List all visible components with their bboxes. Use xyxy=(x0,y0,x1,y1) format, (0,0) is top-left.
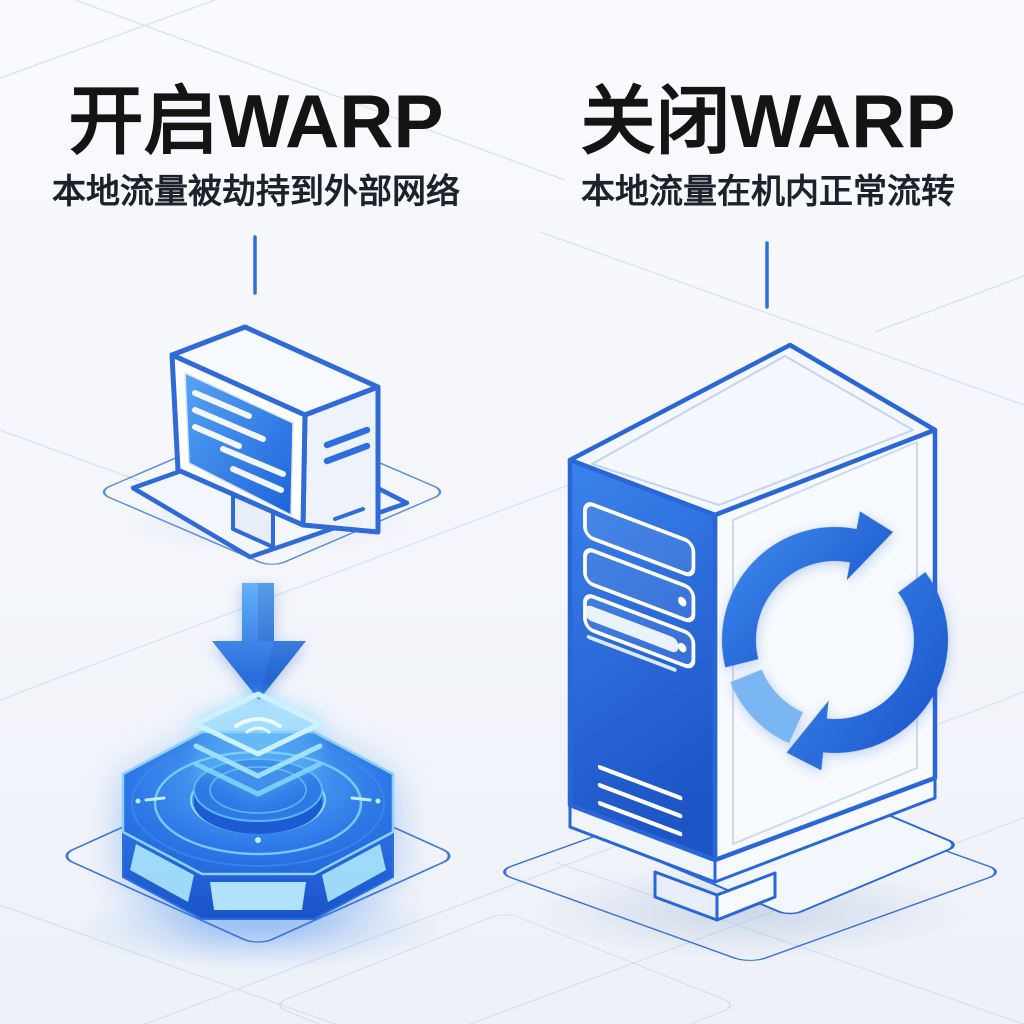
right-panel-title: 关闭WARP xyxy=(580,79,956,163)
portal-pedestal-side xyxy=(194,790,322,834)
circular-arrows-icon xyxy=(721,511,948,771)
server-blue-face xyxy=(567,457,718,863)
left-panel-title: 开启WARP xyxy=(68,79,444,163)
panel-warp-off: 关闭WARP 本地流量在机内正常流转 xyxy=(512,0,1024,240)
portal-pedestal-top xyxy=(193,758,323,822)
monitor-side-vents xyxy=(323,426,371,521)
server-foot-side xyxy=(715,871,777,922)
screen-text-lines xyxy=(192,390,286,493)
portal-tick-marks xyxy=(135,796,381,804)
right-panel-subtitle: 本地流量在机内正常流转 xyxy=(581,173,955,211)
connector-lines xyxy=(253,235,769,309)
server-top-inset xyxy=(591,355,914,506)
server-tower-icon xyxy=(567,342,955,922)
left-panel-subtitle: 本地流量被劫持到外部网络 xyxy=(52,173,460,211)
glowing-portal-platform-icon xyxy=(121,691,395,920)
server-front-inset xyxy=(732,441,918,845)
portal-glow-facets xyxy=(130,844,386,910)
portal-floor-shadow xyxy=(73,886,443,970)
panel-warp-on: 开启WARP 本地流量被劫持到外部网络 xyxy=(0,0,512,240)
desktop-monitor-icon xyxy=(130,324,410,560)
down-arrow-icon xyxy=(212,583,306,700)
server-drive-bays xyxy=(583,502,696,837)
server-vent-lines xyxy=(597,764,683,837)
portal-emblem xyxy=(193,691,323,797)
